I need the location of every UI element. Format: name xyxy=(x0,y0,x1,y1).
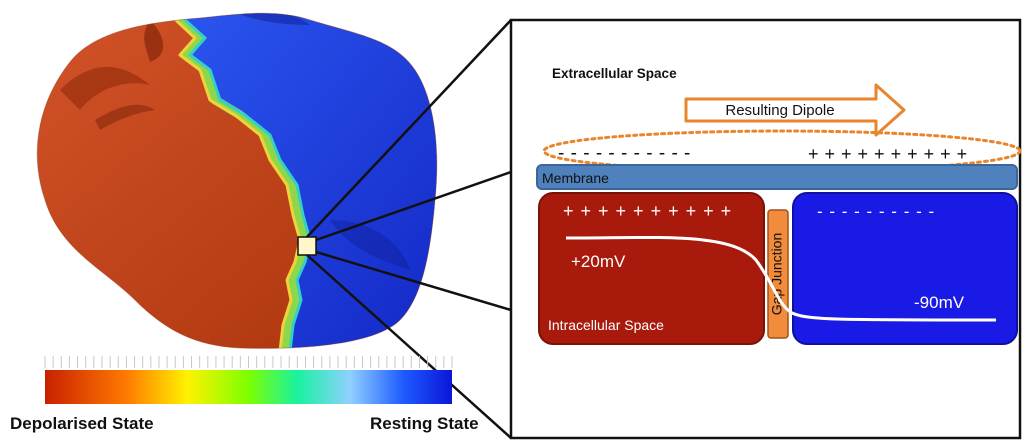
wavefront-band xyxy=(170,13,310,349)
membrane-potential-curve xyxy=(565,235,997,322)
dipole-label: Resulting Dipole xyxy=(725,102,834,119)
intracellular-label: Intracellular Space xyxy=(548,317,664,333)
zoom-connector-lines xyxy=(306,19,512,439)
membrane-label: Membrane xyxy=(542,170,609,186)
right-voltage: -90mV xyxy=(914,293,965,312)
negative-charges: - - - - - - - - - - - xyxy=(558,143,691,164)
depolarised-state-label: Depolarised State xyxy=(10,414,154,433)
colorbar xyxy=(44,356,453,404)
zoom-highlight-box xyxy=(297,236,317,256)
positive-charges: + + + + + + + + + + xyxy=(808,144,968,164)
colorbar-ticks xyxy=(44,356,453,368)
colorbar-gradient-bar xyxy=(45,370,452,404)
inset-panel: Extracellular Space Resulting Dipole - -… xyxy=(509,18,1022,440)
resting-region xyxy=(175,13,437,349)
membrane-bar xyxy=(536,164,1018,190)
resting-state-label: Resting State xyxy=(370,414,479,433)
right-cell-charges: - - - - - - - - - - xyxy=(817,202,935,221)
heart-model xyxy=(36,12,438,349)
depolarised-cell xyxy=(538,192,765,345)
left-cell-charges: + + + + + + + + + + xyxy=(563,201,732,221)
left-voltage: +20mV xyxy=(571,252,626,271)
gap-junction-label: Gap Junction xyxy=(769,233,785,316)
dipole-arrow: Resulting Dipole xyxy=(684,83,906,137)
extracellular-label: Extracellular Space xyxy=(552,66,677,81)
resting-cell xyxy=(792,192,1018,345)
